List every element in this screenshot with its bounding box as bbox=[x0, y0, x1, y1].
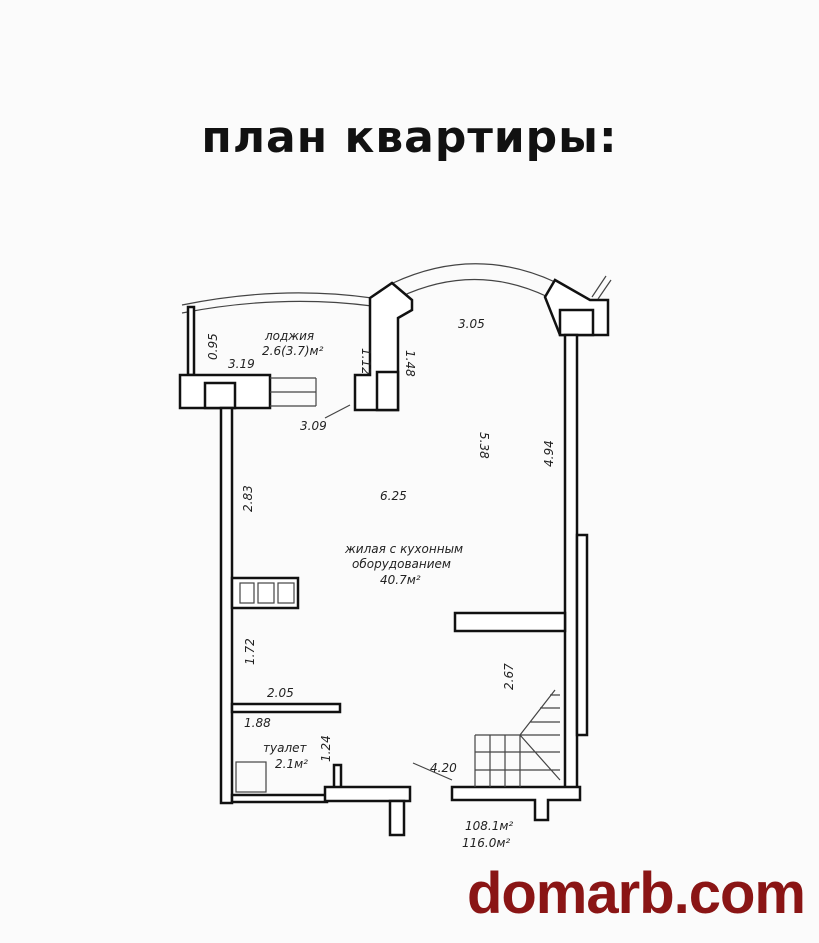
dim-leader-420 bbox=[412, 762, 453, 781]
dim-095: 0.95 bbox=[206, 333, 220, 360]
living-area: 40.7м² bbox=[380, 573, 421, 587]
window-left bbox=[270, 377, 317, 407]
dim-319: 3.19 bbox=[228, 357, 255, 371]
living-label-1: жилая с кухонным bbox=[344, 542, 463, 556]
bay-glazing-inner bbox=[399, 279, 549, 298]
dim-283: 2.83 bbox=[241, 485, 255, 512]
wall-entrance-left bbox=[323, 785, 412, 803]
column-center-inner bbox=[375, 370, 400, 412]
wall-right bbox=[563, 333, 579, 792]
page-title: план квартиры: bbox=[201, 112, 618, 163]
appliance-icon bbox=[277, 582, 295, 604]
living-label-2: оборудованием bbox=[352, 557, 451, 571]
staircase bbox=[474, 689, 561, 787]
dim-205: 2.05 bbox=[267, 686, 294, 700]
toilet-fixture bbox=[235, 761, 267, 793]
sink-icon bbox=[257, 582, 275, 604]
loggia-area: 2.6(3.7)м² bbox=[262, 344, 324, 358]
total-living-area: 108.1м² bbox=[465, 819, 513, 833]
dim-267: 2.67 bbox=[502, 663, 516, 690]
dim-112: 1.12 bbox=[359, 348, 373, 375]
wall-bottom-right bbox=[450, 785, 582, 822]
wall-right-cabinets bbox=[575, 533, 589, 737]
dim-420: 4.20 bbox=[430, 761, 457, 775]
dim-305: 3.05 bbox=[458, 317, 485, 331]
dim-309: 3.09 bbox=[300, 419, 327, 433]
column-right bbox=[558, 308, 595, 337]
vent bbox=[591, 275, 612, 300]
loggia-label: лоджия bbox=[264, 329, 314, 343]
total-area: 116.0м² bbox=[462, 836, 510, 850]
column-left bbox=[203, 381, 237, 410]
dim-148: 1.48 bbox=[403, 350, 417, 377]
toilet-label: туалет bbox=[263, 741, 307, 755]
wall-toilet bbox=[230, 702, 342, 714]
dim-124: 1.24 bbox=[319, 735, 333, 762]
toilet-area: 2.1м² bbox=[275, 757, 308, 771]
bay-glazing-outer bbox=[392, 263, 556, 284]
partition bbox=[453, 611, 567, 633]
wall-bottom-left bbox=[230, 793, 329, 804]
stove-icon bbox=[239, 582, 255, 604]
loggia-glazing-inner bbox=[181, 300, 373, 314]
dim-188: 1.88 bbox=[244, 716, 271, 730]
loggia-post bbox=[186, 305, 196, 377]
wall-stub bbox=[388, 799, 406, 837]
wall-left bbox=[219, 406, 234, 805]
dim-494: 4.94 bbox=[542, 440, 556, 467]
loggia-glazing-outer bbox=[181, 292, 373, 306]
dim-625: 6.25 bbox=[380, 489, 407, 503]
dim-leader-309 bbox=[324, 404, 351, 419]
dim-538: 5.38 bbox=[477, 432, 491, 459]
watermark-logo: domarb.com bbox=[466, 861, 806, 926]
dim-172: 1.72 bbox=[243, 638, 257, 665]
